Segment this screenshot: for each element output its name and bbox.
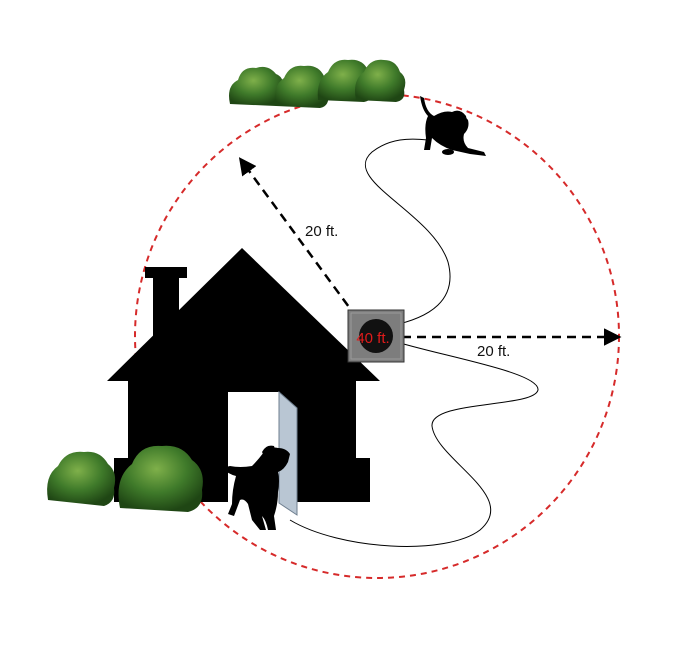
cable-to-top-dog (364, 138, 451, 327)
bush-icon (275, 65, 330, 108)
bush-icon (47, 451, 116, 506)
tether-base-unit (347, 309, 405, 363)
bush-group-left (47, 445, 203, 512)
dog-standing-icon (222, 445, 290, 530)
radius-arrow-up (238, 157, 359, 319)
bush-icon (229, 66, 284, 106)
cable-to-door-dog (289, 339, 539, 547)
bush-group-top (229, 59, 406, 108)
bush-icon (355, 59, 406, 102)
bush-icon (118, 445, 203, 512)
dog-crouching-icon (420, 96, 486, 156)
radius-label-right: 20 ft. (477, 343, 510, 360)
radius-label-up: 20 ft. (305, 223, 338, 240)
cable-length-label: 40 ft. (356, 330, 389, 347)
